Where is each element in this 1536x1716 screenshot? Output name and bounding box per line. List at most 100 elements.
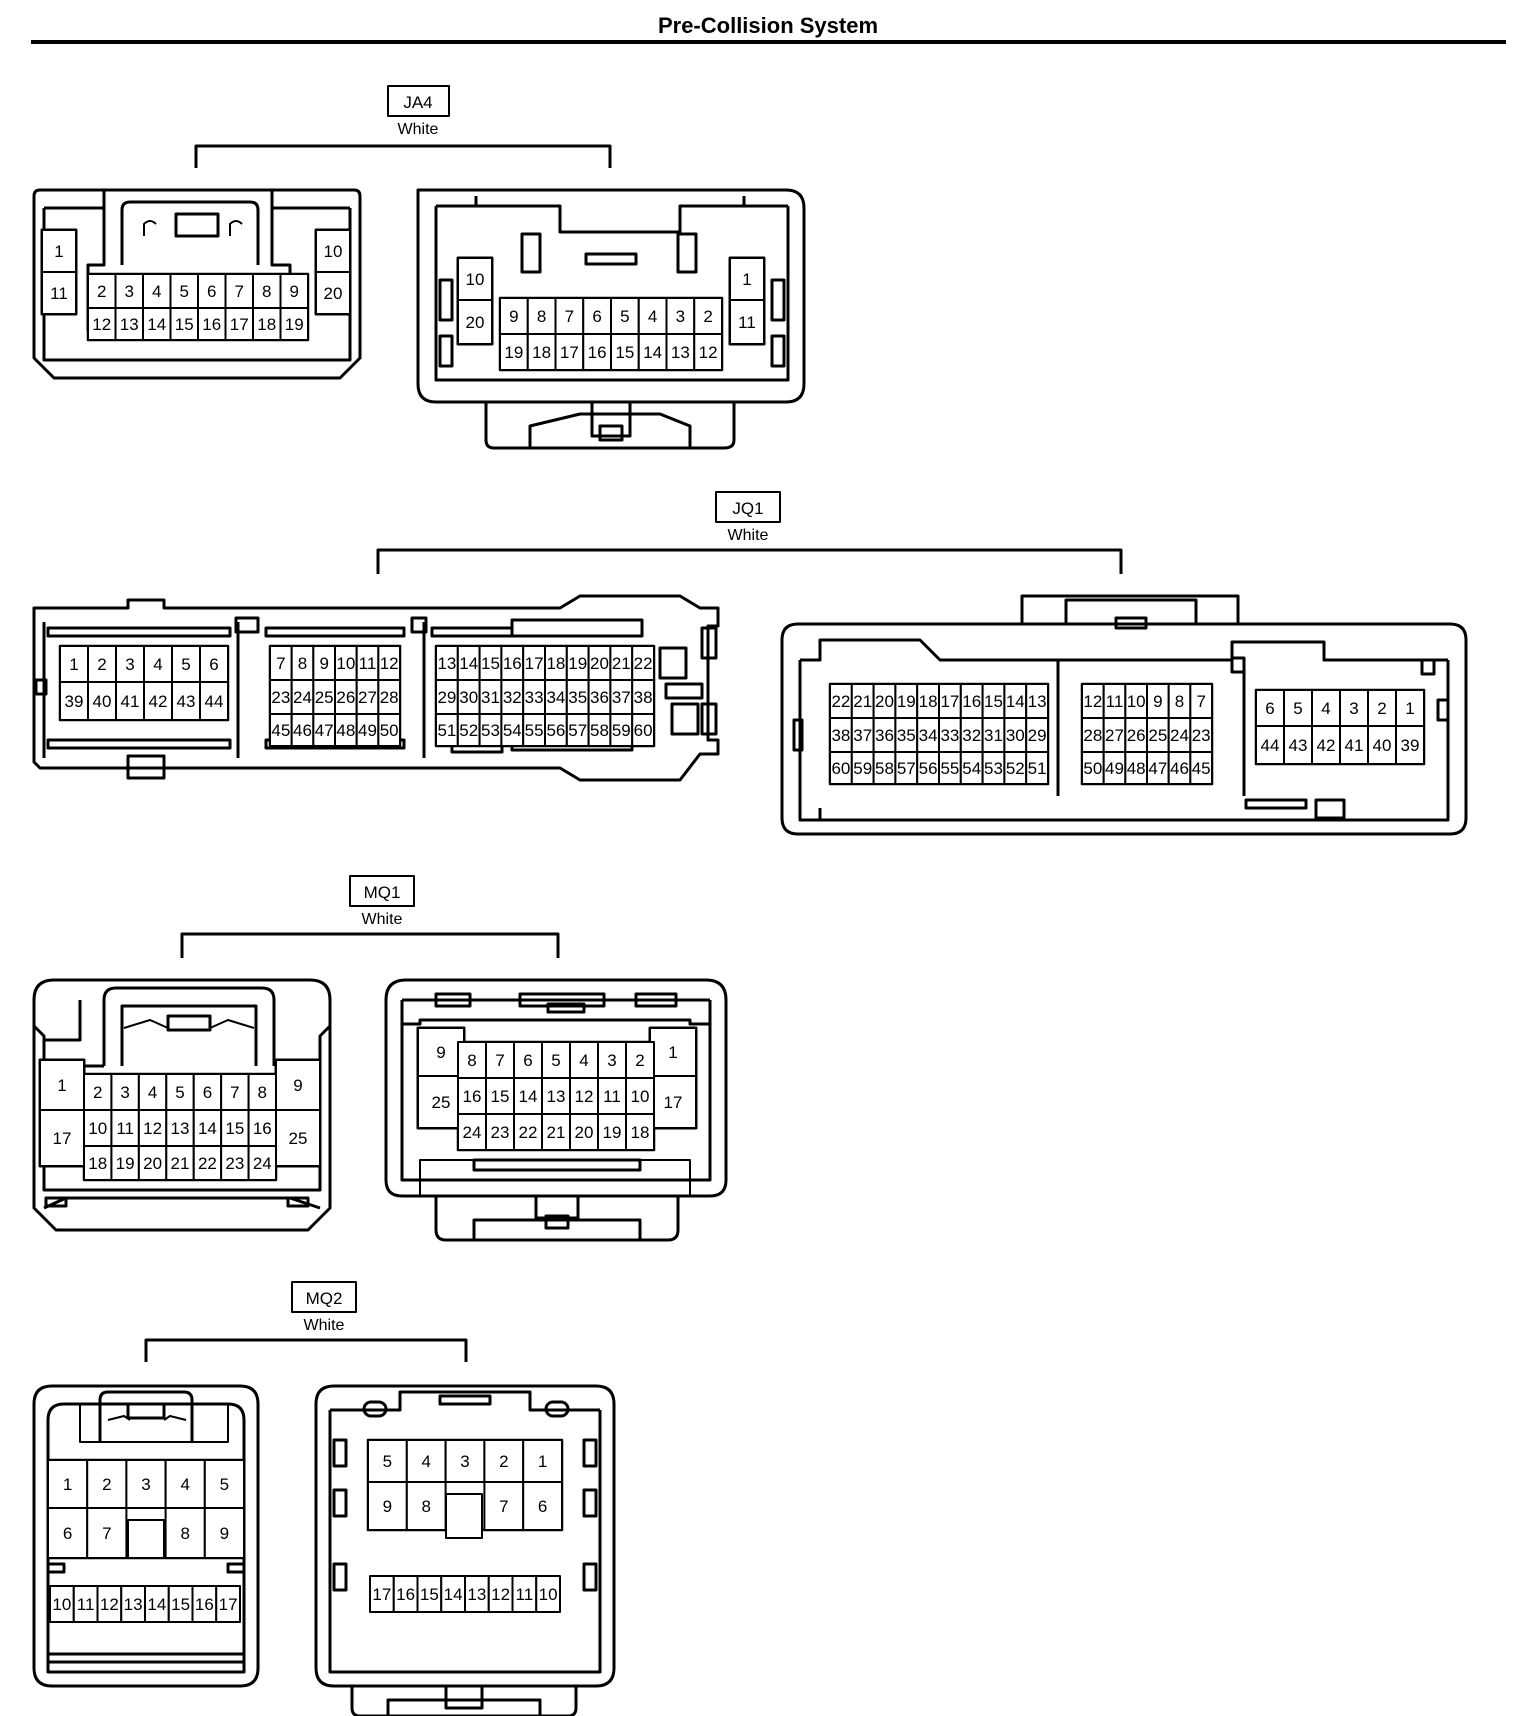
pin-number: 28 xyxy=(1083,726,1102,745)
pin-number: 8 xyxy=(467,1051,476,1070)
pin-cavity xyxy=(541,1113,571,1151)
pin-number: 2 xyxy=(499,1452,508,1471)
pin-number: 25 xyxy=(315,688,334,707)
pin-number: 13 xyxy=(437,654,456,673)
pin-number: 16 xyxy=(253,1119,272,1138)
pin-number: 58 xyxy=(590,721,609,740)
pin-number: 43 xyxy=(1289,736,1308,755)
pin-number: 20 xyxy=(324,284,343,303)
pin-cavity xyxy=(1395,689,1425,727)
pin-number: 11 xyxy=(77,1595,95,1614)
pin-number: 8 xyxy=(421,1497,430,1516)
pin-number: 59 xyxy=(612,721,631,740)
pin-number: 8 xyxy=(537,307,546,326)
connector-color: White xyxy=(362,911,403,928)
pin-number: 23 xyxy=(1192,726,1211,745)
pin-number: 11 xyxy=(1106,692,1124,711)
pin-number: 34 xyxy=(919,726,938,745)
pin-cavity xyxy=(87,681,117,721)
pin-number: 49 xyxy=(358,721,377,740)
pin-number: 18 xyxy=(631,1123,650,1142)
connector-label-ja4: JA4 White xyxy=(194,85,612,168)
pin-number: 7 xyxy=(276,654,285,673)
pin-cavity xyxy=(499,333,529,371)
connector-label-mq1: MQ1 White xyxy=(180,875,560,958)
pin-number: 24 xyxy=(253,1154,272,1173)
pin-cavity xyxy=(569,1041,599,1079)
pin-number: 19 xyxy=(116,1154,135,1173)
pin-number: 5 xyxy=(175,1083,184,1102)
pin-number: 8 xyxy=(262,282,271,301)
pin-cavity xyxy=(47,1507,89,1559)
pin-number: 15 xyxy=(171,1595,190,1614)
connector-label-mq2: MQ2 White xyxy=(144,1281,468,1362)
pin-number: 15 xyxy=(420,1585,439,1604)
pin-cavity xyxy=(275,1059,321,1111)
pin-number: 4 xyxy=(1321,699,1330,718)
pin-number: 44 xyxy=(1261,736,1280,755)
pin-cavity xyxy=(171,681,201,721)
pin-number: 5 xyxy=(620,307,629,326)
pin-cavity xyxy=(220,1073,250,1111)
pin-cavity xyxy=(1255,689,1285,727)
pin-number: 56 xyxy=(919,759,938,778)
pin-number: 42 xyxy=(1317,736,1336,755)
page-title: Pre-Collision System xyxy=(658,13,878,38)
pin-number: 54 xyxy=(503,721,522,740)
pin-cavity xyxy=(637,333,668,371)
pin-number: 11 xyxy=(603,1087,621,1106)
pin-number: 52 xyxy=(1006,759,1025,778)
pin-number: 37 xyxy=(612,688,631,707)
pin-number: 46 xyxy=(1170,759,1189,778)
pin-number: 9 xyxy=(383,1497,392,1516)
pin-cavity xyxy=(39,1059,85,1111)
pin-number: 24 xyxy=(463,1123,482,1142)
connector-color: White xyxy=(304,1317,345,1334)
pin-number: 6 xyxy=(63,1524,72,1543)
pin-number: 17 xyxy=(53,1129,72,1148)
pin-number: 33 xyxy=(525,688,544,707)
pin-number: 45 xyxy=(1192,759,1211,778)
pin-number: 24 xyxy=(293,688,312,707)
pin-number: 43 xyxy=(177,692,196,711)
pin-cavity xyxy=(199,645,229,683)
pin-number: 12 xyxy=(92,315,111,334)
pin-number: 18 xyxy=(919,692,938,711)
pin-number: 16 xyxy=(202,315,221,334)
pin-number: 7 xyxy=(1196,692,1205,711)
pin-number: 6 xyxy=(592,307,601,326)
pin-number: 9 xyxy=(293,1076,302,1095)
pin-number: 16 xyxy=(503,654,522,673)
pin-number: 17 xyxy=(525,654,544,673)
pin-number: 13 xyxy=(547,1087,566,1106)
pin-number: 60 xyxy=(634,721,653,740)
pin-number: 59 xyxy=(853,759,872,778)
pin-number: 2 xyxy=(97,655,106,674)
pin-number: 1 xyxy=(668,1043,677,1062)
pin-number: 7 xyxy=(230,1083,239,1102)
pin-number: 14 xyxy=(1006,692,1025,711)
pin-number: 6 xyxy=(538,1497,547,1516)
pin-number: 11 xyxy=(359,654,377,673)
pin-number: 10 xyxy=(539,1585,558,1604)
pin-number: 5 xyxy=(1293,699,1302,718)
pin-number: 2 xyxy=(93,1083,102,1102)
pin-number: 35 xyxy=(568,688,587,707)
pin-number: 4 xyxy=(152,282,161,301)
pin-number: 8 xyxy=(180,1524,189,1543)
pin-number: 10 xyxy=(466,270,485,289)
pin-number: 11 xyxy=(516,1585,534,1604)
pin-number: 22 xyxy=(519,1123,538,1142)
pin-number: 57 xyxy=(897,759,916,778)
pin-number: 18 xyxy=(532,343,551,362)
pin-cavity xyxy=(665,297,696,335)
pin-number: 60 xyxy=(831,759,850,778)
pin-cavity xyxy=(220,1109,250,1147)
pin-number: 55 xyxy=(525,721,544,740)
pin-number: 16 xyxy=(195,1595,214,1614)
pin-number: 11 xyxy=(50,284,68,303)
pin-number: 13 xyxy=(124,1595,143,1614)
